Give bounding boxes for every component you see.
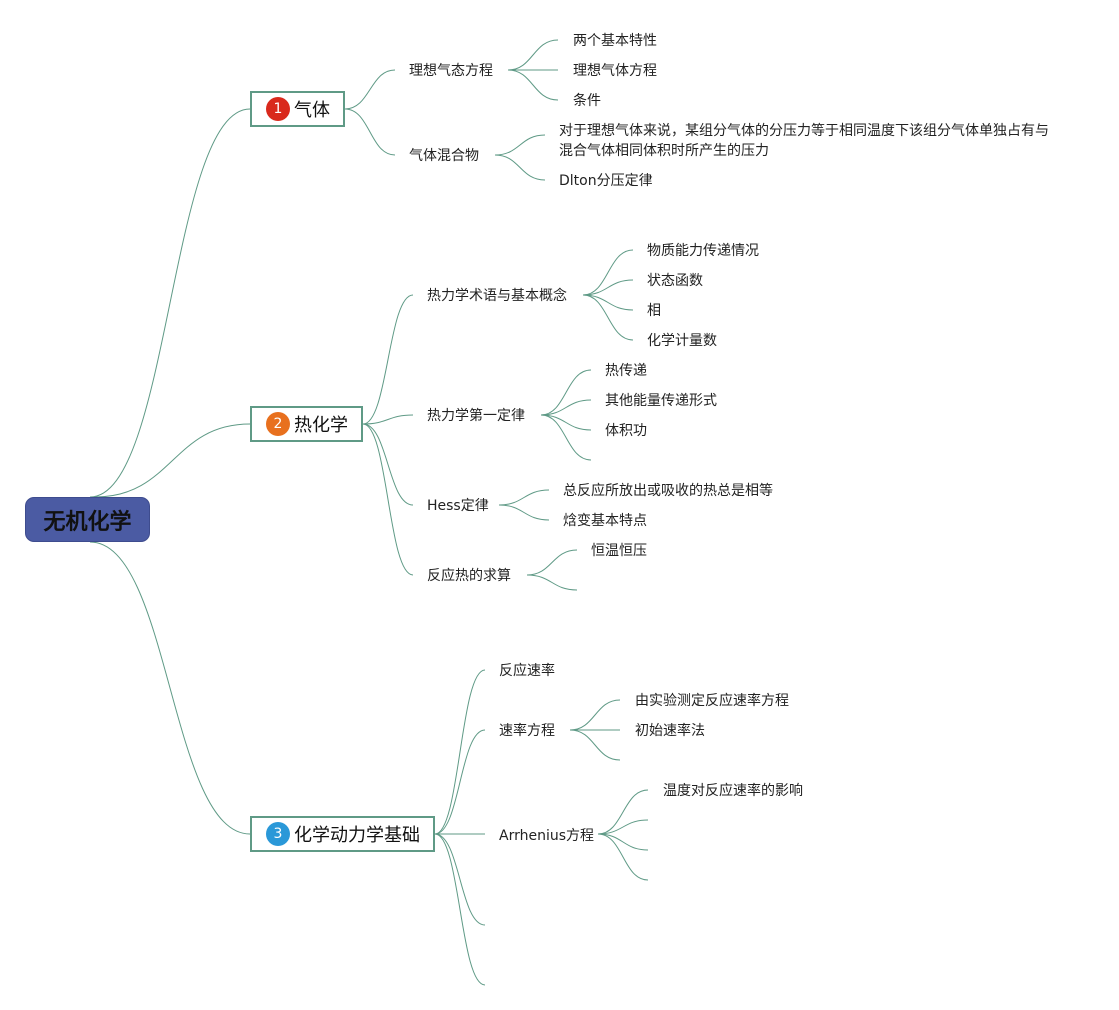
connector-line (507, 69, 559, 101)
subtopic-node[interactable]: 热力学术语与基本概念 (427, 288, 567, 304)
root-node[interactable]: 无机化学 (25, 497, 150, 542)
connector-line (494, 154, 546, 181)
subtopic-node[interactable]: Arrhenius方程 (499, 828, 595, 844)
subtopic-node[interactable]: Hess定律 (427, 498, 489, 514)
topic-node-kinetics[interactable]: 3 化学动力学基础 (250, 816, 435, 852)
number-badge-1: 1 (266, 97, 290, 121)
connector-line (344, 69, 396, 110)
connector-line (498, 504, 550, 521)
topic-label: 气体 (294, 100, 330, 121)
topic-node-gas[interactable]: 1 气体 (250, 91, 345, 127)
number-badge-3: 3 (266, 822, 290, 846)
leaf-node[interactable]: 物质能力传递情况 (647, 243, 759, 259)
leaf-node[interactable]: 化学计量数 (647, 333, 717, 349)
leaf-node[interactable]: 条件 (573, 93, 601, 109)
connector-line (597, 833, 649, 851)
subtopic-node[interactable]: 反应速率 (499, 663, 555, 679)
subtopic-node[interactable]: 气体混合物 (409, 148, 479, 164)
connector-line (540, 414, 592, 461)
connector-line (434, 833, 486, 986)
leaf-node[interactable]: 理想气体方程 (573, 63, 657, 79)
connector-line (362, 414, 414, 425)
connector-line (362, 423, 414, 576)
connector-line (569, 699, 621, 731)
connector-line (507, 39, 559, 71)
connector-line (434, 833, 486, 926)
leaf-node[interactable]: Dlton分压定律 (559, 173, 653, 189)
connector-line (597, 819, 649, 835)
connector-line (362, 294, 414, 425)
connector-line (526, 549, 578, 576)
connector-line (526, 574, 578, 591)
subtopic-node[interactable]: 热力学第一定律 (427, 408, 525, 424)
leaf-node[interactable]: 恒温恒压 (591, 543, 647, 559)
leaf-node[interactable]: 焓变基本特点 (563, 513, 647, 529)
connector-line (582, 294, 634, 341)
connector-line (582, 294, 634, 311)
leaf-node[interactable]: 两个基本特性 (573, 33, 657, 49)
leaf-node[interactable]: 热传递 (605, 363, 647, 379)
connector-line (597, 789, 649, 835)
connector-line (540, 414, 592, 431)
leaf-node[interactable]: 体积功 (605, 423, 647, 439)
leaf-node[interactable]: 温度对反应速率的影响 (663, 783, 803, 799)
root-connector (89, 108, 251, 498)
connector-line (540, 369, 592, 416)
leaf-node[interactable]: 对于理想气体来说，某组分气体的分压力等于相同温度下该组分气体单独占有与混合气体相… (559, 123, 1049, 159)
connector-line (434, 669, 486, 835)
connector-line (434, 729, 486, 835)
connector-line (569, 729, 621, 761)
subtopic-node[interactable]: 速率方程 (499, 723, 555, 739)
leaf-node[interactable]: 总反应所放出或吸收的热总是相等 (563, 483, 773, 499)
connector-line (540, 399, 592, 416)
topic-label: 化学动力学基础 (294, 825, 420, 846)
connector-line (582, 279, 634, 296)
topic-node-thermochemistry[interactable]: 2 热化学 (250, 406, 363, 442)
connector-line (344, 108, 396, 156)
subtopic-node[interactable]: 理想气态方程 (409, 63, 493, 79)
connector-line (597, 833, 649, 881)
leaf-node[interactable]: 由实验测定反应速率方程 (635, 693, 789, 709)
leaf-node[interactable]: 其他能量传递形式 (605, 393, 717, 409)
leaf-node[interactable]: 初始速率法 (635, 723, 705, 739)
connector-line (362, 423, 414, 506)
root-connector (89, 541, 251, 835)
subtopic-node[interactable]: 反应热的求算 (427, 568, 511, 584)
connector-line (498, 489, 550, 506)
connector-line (494, 134, 546, 156)
root-connector (94, 423, 251, 498)
leaf-node[interactable]: 状态函数 (647, 273, 703, 289)
number-badge-2: 2 (266, 412, 290, 436)
topic-label: 热化学 (294, 415, 348, 436)
leaf-node[interactable]: 相 (647, 303, 661, 319)
connector-line (582, 249, 634, 296)
